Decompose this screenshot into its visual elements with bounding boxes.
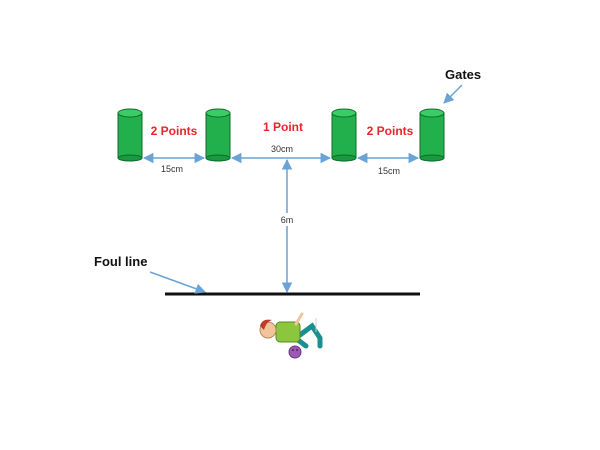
gap-center-label: 30cm bbox=[271, 144, 293, 154]
distance-label-bg bbox=[276, 213, 298, 226]
gates-label: Gates bbox=[445, 67, 481, 82]
gate-2 bbox=[205, 108, 231, 162]
zone-right-points-label: 2 Points bbox=[367, 124, 414, 138]
foul-line-label: Foul line bbox=[94, 254, 147, 269]
gap-right-label: 15cm bbox=[378, 166, 400, 176]
gap-left-label: 15cm bbox=[161, 164, 183, 174]
bowler-player-figure bbox=[259, 312, 323, 359]
foul-line-pointer-arrow bbox=[149, 271, 206, 294]
gates-pointer-arrow bbox=[443, 84, 463, 104]
gate-4 bbox=[419, 108, 445, 162]
zone-left-points-label: 2 Points bbox=[151, 124, 198, 138]
gate-1 bbox=[117, 108, 143, 162]
distance-label: 6m bbox=[281, 215, 294, 225]
gate-3 bbox=[331, 108, 357, 162]
zone-center-points-label: 1 Point bbox=[263, 120, 303, 134]
